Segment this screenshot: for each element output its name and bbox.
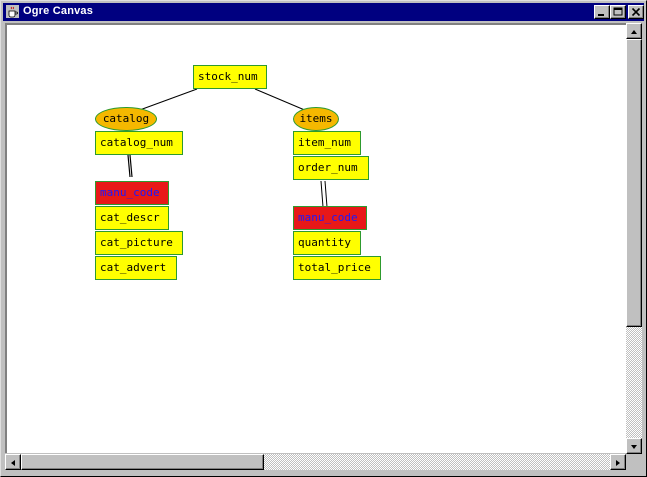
field-node-cat-descr[interactable]: cat_descr — [95, 206, 169, 230]
java-coffee-cup-icon — [6, 5, 19, 18]
key-node-catalog-num[interactable]: catalog_num — [95, 131, 183, 155]
maximize-icon — [613, 7, 623, 16]
diagram-canvas[interactable]: stock_num catalog catalog_num manu_code … — [5, 23, 626, 453]
vertical-scroll-thumb[interactable] — [626, 39, 642, 327]
minimize-icon — [598, 14, 604, 16]
scroll-corner — [626, 454, 642, 470]
key-node-order-num[interactable]: order_num — [293, 156, 369, 180]
scroll-left-button[interactable] — [5, 454, 21, 470]
scroll-right-button[interactable] — [610, 454, 626, 470]
field-node-manu-code[interactable]: manu_code — [95, 181, 169, 205]
scroll-down-button[interactable] — [626, 438, 642, 454]
field-node-manu-code[interactable]: manu_code — [293, 206, 367, 230]
connector-lines — [127, 88, 328, 208]
horizontal-scroll-thumb[interactable] — [21, 454, 264, 470]
window-title: Ogre Canvas — [23, 5, 94, 17]
close-icon — [631, 7, 641, 17]
root-node-stock-num[interactable]: stock_num — [193, 65, 267, 89]
scroll-up-button[interactable] — [626, 23, 642, 39]
field-node-quantity[interactable]: quantity — [293, 231, 361, 255]
arrow-down-icon — [631, 445, 637, 449]
minimize-button[interactable] — [594, 5, 610, 19]
field-node-cat-picture[interactable]: cat_picture — [95, 231, 183, 255]
field-node-cat-advert[interactable]: cat_advert — [95, 256, 177, 280]
arrow-left-icon — [11, 460, 15, 466]
table-oval-catalog[interactable]: catalog — [95, 107, 157, 131]
table-oval-items[interactable]: items — [293, 107, 339, 131]
arrow-right-icon — [616, 460, 620, 466]
arrow-up-icon — [631, 30, 637, 34]
vertical-scrollbar[interactable] — [626, 23, 642, 454]
horizontal-scrollbar[interactable] — [5, 454, 626, 470]
title-bar[interactable]: Ogre Canvas — [3, 3, 644, 21]
close-button[interactable] — [628, 5, 644, 19]
key-node-item-num[interactable]: item_num — [293, 131, 361, 155]
maximize-button[interactable] — [610, 5, 626, 19]
field-node-total-price[interactable]: total_price — [293, 256, 381, 280]
